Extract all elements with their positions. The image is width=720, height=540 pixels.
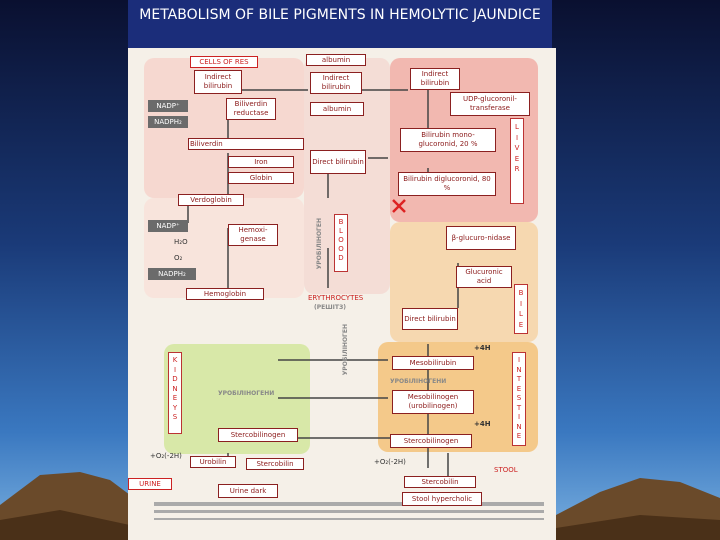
beta-glucuronidase-node: β-glucuro-nidase	[446, 226, 516, 250]
o2-label: O₂	[174, 254, 183, 262]
plus4h-2-label: +4H	[474, 420, 491, 428]
diagram-poster: CELLS OF RES albumin Indirect bilirubin …	[128, 48, 556, 540]
plus4h-1-label: +4H	[474, 344, 491, 352]
nadph2-bottom-node: NADPH₂	[148, 268, 196, 280]
section-blood-label: B L O O D	[334, 214, 348, 272]
section-erythrocytes-label: ERYTHROCYTES	[308, 294, 364, 302]
o2-minus-2h-left: +O₂(-2H)	[150, 452, 182, 460]
mesobilirubin-node: Mesobilirubin	[392, 356, 474, 370]
stercobilinogen-intestine-node: Stercobilinogen	[390, 434, 472, 448]
section-res-label: CELLS OF RES	[190, 56, 258, 68]
verdoglobin-node: Verdoglobin	[178, 194, 244, 206]
biliverdin-reductase-node: Biliverdin reductase	[226, 98, 276, 120]
erythrocyte-region	[144, 198, 304, 298]
watermark-uro-4: УРОБІЛІНОГЕНИ	[390, 378, 447, 385]
watermark-uro-5: (РЕШІТЗ)	[314, 304, 346, 311]
biliverdin-node: Biliverdin	[188, 138, 304, 150]
section-kidneys-label: K I D N E Y S	[168, 352, 182, 434]
watermark-uro-1: УРОБІЛІНОГЕН	[316, 218, 323, 270]
mesobilinogen-node: Mesobilinogen (urobilinogen)	[392, 390, 474, 414]
mountain-backdrop	[0, 472, 720, 540]
glucuronic-acid-node: Glucuronic acid	[456, 266, 512, 288]
h2o-label: H₂O	[174, 238, 188, 246]
o2-minus-2h-right: +O₂(-2H)	[374, 458, 406, 466]
stool-hypercholic-node: Stool hypercholic	[402, 492, 482, 506]
globin-node: Globin	[228, 172, 294, 184]
urine-dark-node: Urine dark	[218, 484, 278, 498]
bilirubin-monoglucuronide-node: Bilirubin mono-glucoronid, 20 %	[400, 128, 496, 152]
indirect-bilirubin-blood-node: Indirect bilirubin	[310, 72, 362, 94]
iron-node: Iron	[228, 156, 294, 168]
nadph2-top-node: NADPH₂	[148, 116, 188, 128]
stercobilin-kidney-node: Stercobilin	[246, 458, 304, 470]
stercobilinogen-kidney-node: Stercobilinogen	[218, 428, 298, 442]
section-stool-label: STOOL	[494, 466, 518, 474]
direct-bilirubin-bile-node: Direct bilirubin	[402, 308, 458, 330]
direct-bilirubin-blood-node: Direct bilirubin	[310, 150, 366, 174]
albumin-mid-node: albumin	[310, 102, 364, 116]
nadp-bottom-node: NADP⁺	[148, 220, 188, 232]
urine-label: URINE	[128, 478, 172, 490]
indirect-bilirubin-res-node: Indirect bilirubin	[194, 70, 242, 94]
nadp-top-node: NADP⁺	[148, 100, 188, 112]
page-title: METABOLISM OF BILE PIGMENTS IN HEMOLYTIC…	[128, 0, 552, 48]
udp-gt-node: UDP-glucoronil-transferase	[450, 92, 530, 116]
indirect-bilirubin-liver-node: Indirect bilirubin	[410, 68, 460, 90]
urobilin-node: Urobilin	[190, 456, 236, 468]
section-intestine-label: I N T E S T I N E	[512, 352, 526, 446]
albumin-top-node: albumin	[306, 54, 366, 66]
stercobilin-stool-node: Stercobilin	[404, 476, 476, 488]
hemoxygenase-node: Hemoxi-genase	[228, 224, 278, 246]
watermark-uro-2: УРОБІЛІНОГЕН	[342, 324, 349, 376]
watermark-uro-3: УРОБІЛІНОГЕНИ	[218, 390, 275, 397]
section-liver-label: L I V E R	[510, 118, 524, 204]
bilirubin-diglucuronide-node: Bilirubin diglucoronid, 80 %	[398, 172, 496, 196]
hemoglobin-node: Hemoglobin	[186, 288, 264, 300]
section-bile-label: B I L E	[514, 284, 528, 334]
